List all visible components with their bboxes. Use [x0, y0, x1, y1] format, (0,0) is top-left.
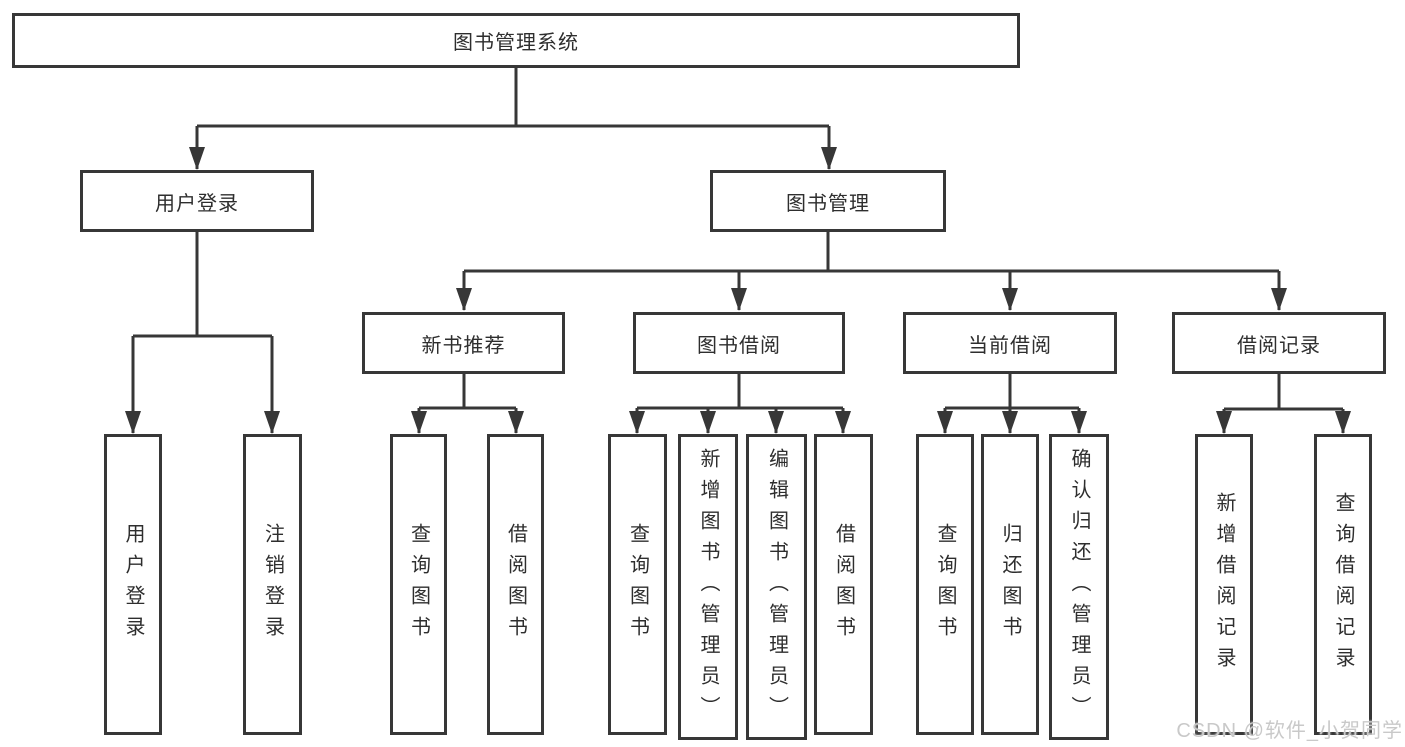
node-new-book-recommend: 新书推荐 [362, 312, 565, 374]
node-leaf-add-books-admin-label: 新增图书（管理员） [697, 447, 719, 727]
node-leaf-return-books: 归还图书 [981, 434, 1039, 735]
node-leaf-query-books-3-label: 查询图书 [934, 522, 956, 647]
node-leaf-query-books-2-label: 查询图书 [626, 522, 649, 647]
node-library-management-system: 图书管理系统 [12, 13, 1020, 68]
node-leaf-query-books-1: 查询图书 [390, 434, 447, 735]
node-leaf-borrow-books-2: 借阅图书 [814, 434, 873, 735]
node-user-login-label: 用户登录 [155, 192, 239, 215]
node-book-borrowing: 图书借阅 [633, 312, 845, 374]
node-leaf-query-books-1-label: 查询图书 [407, 522, 430, 647]
node-leaf-borrow-books-1: 借阅图书 [487, 434, 544, 735]
node-borrowing-records: 借阅记录 [1172, 312, 1386, 374]
node-leaf-return-books-label: 归还图书 [999, 522, 1021, 647]
node-leaf-user-login-label: 用户登录 [122, 522, 144, 647]
node-current-borrowing: 当前借阅 [903, 312, 1117, 374]
node-leaf-logout: 注销登录 [243, 434, 302, 735]
node-current-borrowing-label: 当前借阅 [968, 334, 1052, 357]
node-leaf-confirm-return-admin: 确认归还（管理员） [1049, 434, 1109, 740]
node-leaf-edit-books-admin: 编辑图书（管理员） [746, 434, 807, 740]
node-leaf-confirm-return-admin-label: 确认归还（管理员） [1068, 447, 1090, 727]
node-leaf-user-login: 用户登录 [104, 434, 162, 735]
node-user-login: 用户登录 [80, 170, 314, 232]
node-leaf-logout-label: 注销登录 [261, 522, 284, 647]
node-leaf-query-books-2: 查询图书 [608, 434, 667, 735]
node-leaf-query-borrow-record: 查询借阅记录 [1314, 434, 1372, 735]
node-leaf-query-books-3: 查询图书 [916, 434, 974, 735]
node-book-borrowing-label: 图书借阅 [697, 334, 781, 357]
node-book-management-label: 图书管理 [786, 192, 870, 215]
node-leaf-add-borrow-record-label: 新增借阅记录 [1213, 491, 1235, 678]
csdn-watermark: CSDN @软件_小贺同学 [1176, 720, 1403, 742]
node-leaf-borrow-books-1-label: 借阅图书 [504, 522, 527, 647]
node-leaf-add-borrow-record: 新增借阅记录 [1195, 434, 1253, 735]
node-leaf-add-books-admin: 新增图书（管理员） [678, 434, 738, 740]
node-book-management: 图书管理 [710, 170, 946, 232]
node-leaf-edit-books-admin-label: 编辑图书（管理员） [765, 447, 788, 727]
node-leaf-borrow-books-2-label: 借阅图书 [832, 522, 855, 647]
node-borrowing-records-label: 借阅记录 [1237, 334, 1321, 357]
node-library-management-system-label: 图书管理系统 [453, 32, 579, 54]
node-new-book-recommend-label: 新书推荐 [421, 334, 506, 357]
node-leaf-query-borrow-record-label: 查询借阅记录 [1332, 491, 1354, 678]
